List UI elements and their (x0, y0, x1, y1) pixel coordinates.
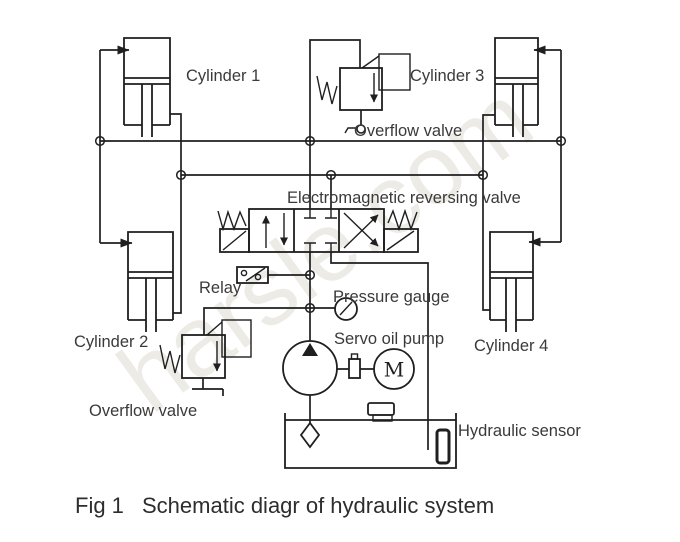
filter-icon (299, 421, 321, 449)
cylinder-3-label: Cylinder 3 (410, 67, 484, 85)
junction-nodes (94, 135, 567, 314)
servo-oil-pump-label: Servo oil pump (334, 330, 444, 348)
reversing-valve-label: Electromagnetic reversing valve (287, 189, 521, 207)
coupling-symbol (337, 353, 374, 379)
overflow-valve-bottom-label: Overflow valve (89, 402, 197, 420)
pipe-network (99, 39, 562, 450)
overflow-valve-bottom-symbol (159, 319, 252, 396)
drain-port-icon (356, 124, 366, 134)
right-solenoid-icon (383, 208, 419, 253)
pump-symbol (282, 340, 338, 396)
cylinder-1-label: Cylinder 1 (186, 67, 260, 85)
cylinder-4-label: Cylinder 4 (474, 337, 548, 355)
tank-symbol (284, 402, 457, 469)
hydraulic-sensor-symbol (435, 428, 451, 465)
hydraulic-sensor-label: Hydraulic sensor (458, 422, 581, 440)
relay-label: Relay (199, 279, 242, 297)
cylinder-4-symbol (489, 231, 534, 332)
relay-symbol (236, 266, 269, 284)
figure-caption-text: Schematic diagr of hydraulic system (142, 493, 494, 518)
overflow-valve-top-symbol (316, 53, 411, 134)
left-solenoid-icon (217, 209, 250, 253)
figure-caption: Fig 1 Schematic diagr of hydraulic syste… (75, 493, 494, 518)
spring-icon (159, 344, 181, 374)
reversing-valve-symbol (217, 208, 419, 253)
cylinder-3-symbol (494, 37, 539, 137)
pressure-gauge-label: Pressure gauge (333, 288, 450, 306)
motor-letter: M (384, 358, 404, 382)
cylinder-2-label: Cylinder 2 (74, 333, 148, 351)
spring-icon (316, 75, 338, 105)
cylinder-1-symbol (123, 37, 171, 137)
motor-symbol: M (373, 348, 415, 390)
breather-icon (367, 402, 395, 422)
overflow-valve-top-label: Overflow valve (354, 122, 462, 140)
figure-number: Fig 1 (75, 493, 124, 518)
cylinder-2-symbol (127, 231, 174, 332)
pressure-gauge-icon (334, 297, 358, 321)
